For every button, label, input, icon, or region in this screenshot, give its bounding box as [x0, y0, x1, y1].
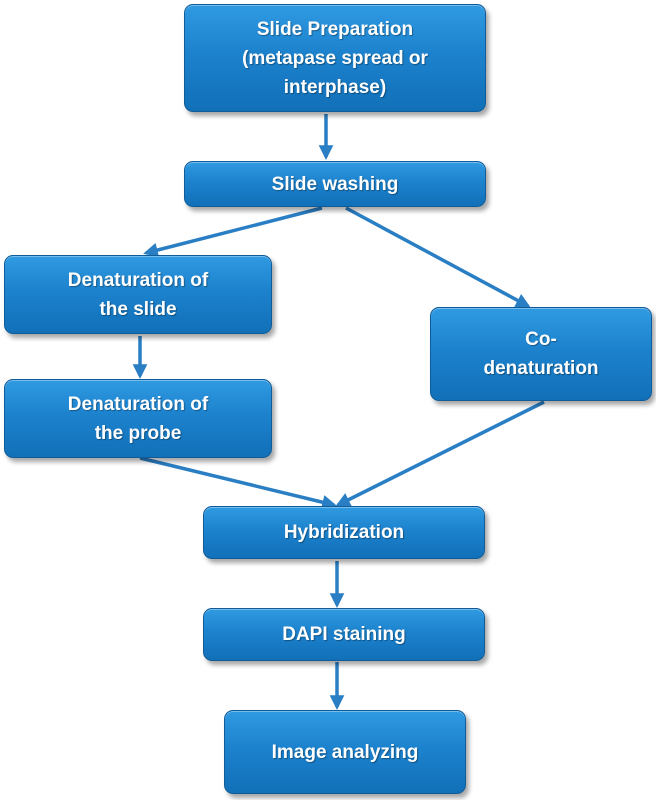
node-slide-washing-label: Slide washing	[272, 170, 399, 199]
node-denaturation-probe: Denaturation of the probe	[4, 379, 272, 458]
node-co-denaturation-label: Co-denaturation	[483, 325, 598, 383]
label-line: Slide washing	[271, 173, 399, 195]
node-image-analyzing-label: Image analyzing	[272, 738, 419, 767]
node-denaturation-slide: Denaturation of the slide	[4, 255, 272, 334]
node-slide-preparation: Slide Preparation (metapase spread or inte…	[184, 4, 486, 112]
node-co-denaturation: Co-denaturation	[430, 307, 652, 401]
edges-layer	[132, 114, 545, 710]
edge-codena-to-hyb	[335, 400, 545, 507]
node-dapi-staining: DAPI staining	[203, 608, 485, 661]
node-slide-preparation-label: Slide Preparation (metapase spread or inte…	[242, 15, 428, 102]
edge-wash-to-codena	[345, 206, 531, 308]
node-slide-washing: Slide washing	[184, 161, 486, 207]
node-dapi-staining-label: DAPI staining	[282, 620, 406, 649]
label-line: (metapase spread or	[242, 47, 428, 69]
edge-dprobe-to-hyb	[139, 456, 337, 510]
node-denaturation-probe-label: Denaturation of the probe	[68, 390, 208, 448]
label-line: denaturation	[483, 358, 599, 379]
label-line: interphase)	[283, 76, 387, 98]
label-line: DAPI staining	[282, 624, 406, 645]
label-line: Slide Preparation	[256, 18, 414, 40]
label-line: the probe	[94, 422, 182, 444]
label-line: Denaturation of	[67, 393, 209, 415]
label-line: Denaturation of	[67, 269, 209, 291]
label-line: Hybridization	[283, 522, 405, 543]
label-line: Image analyzing	[271, 741, 419, 763]
label-line: the slide	[99, 298, 177, 320]
node-image-analyzing: Image analyzing	[224, 710, 466, 794]
node-denaturation-slide-label: Denaturation of the slide	[68, 266, 208, 324]
node-hybridization-label: Hybridization	[284, 518, 404, 547]
node-hybridization: Hybridization	[203, 506, 485, 559]
label-line: Co-	[525, 329, 557, 350]
edge-wash-to-dslide	[143, 206, 323, 258]
